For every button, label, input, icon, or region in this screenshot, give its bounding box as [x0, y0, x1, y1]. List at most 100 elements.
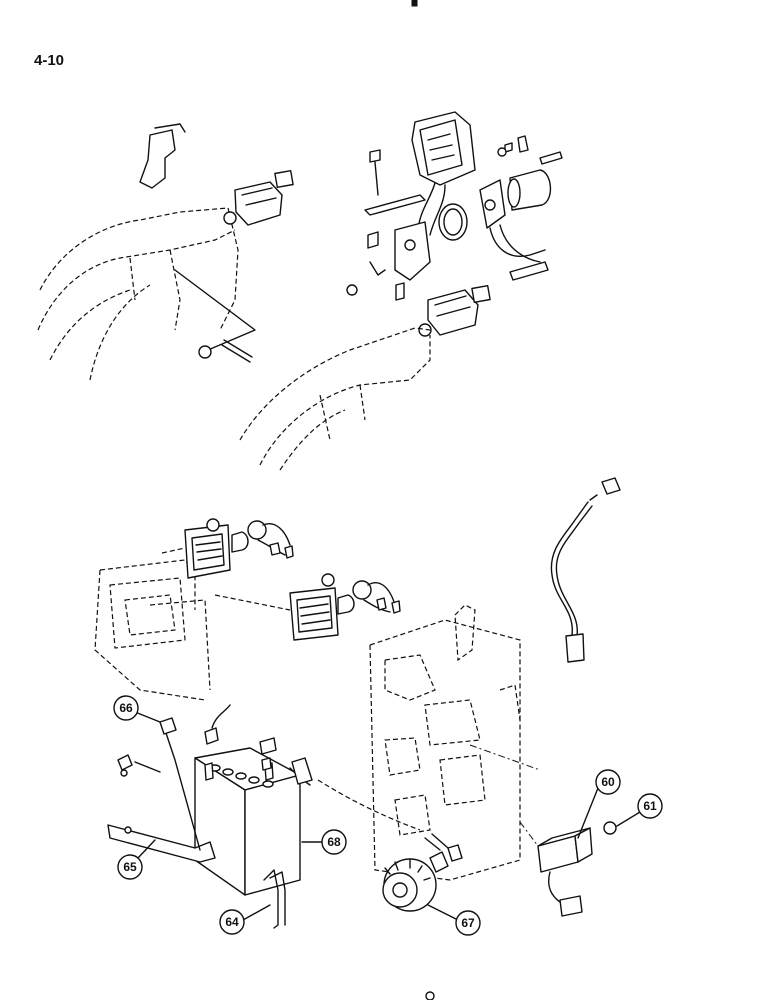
alternator-connector [447, 844, 463, 862]
battery-assembly [107, 704, 421, 929]
alternator-assembly [382, 833, 463, 912]
ground-strap [134, 761, 161, 773]
mount-strap [364, 194, 426, 216]
terminal-bolt [261, 757, 272, 771]
gasket-ring [438, 203, 468, 241]
hold-down-rod [164, 729, 201, 851]
beacon-socket-housing [509, 169, 552, 211]
centerline-to-module [469, 744, 541, 771]
upper-lamp-nut [206, 518, 220, 532]
scan-mark-bottom [425, 991, 435, 1000]
right-fender-creases [319, 384, 366, 441]
callout-65-label: 65 [123, 860, 137, 874]
alternator-terminal [429, 851, 449, 873]
page-number: 4-10 [34, 52, 65, 69]
hold-down-clamp [107, 824, 216, 863]
protective-hose [509, 261, 549, 281]
lower-headlamp-lens [296, 595, 333, 633]
engine-recess-2 [424, 699, 481, 746]
callout-66-label: 66 [119, 701, 133, 715]
socket-face [507, 178, 521, 208]
lamp-nut [223, 211, 237, 225]
fender-crease [169, 249, 181, 331]
terminal-clamp-left [204, 727, 219, 745]
grille-panel-2 [124, 594, 176, 636]
right-fender-assembly [239, 111, 563, 471]
engine-recess-3 [384, 737, 421, 776]
lower-headlamp-axis [214, 594, 291, 611]
cable-body-a [550, 501, 589, 636]
lower-lamp-socket [352, 580, 372, 600]
lamp-gasket [274, 170, 294, 188]
bolt-upper [369, 149, 381, 196]
vent-tube-b [269, 871, 286, 926]
beacon-bracket [394, 221, 431, 281]
battery-side-face [244, 774, 301, 896]
lamp-housing-ribs [241, 187, 277, 206]
regulator-module [519, 821, 617, 917]
callout-61-circle [637, 793, 663, 819]
cable-tip [589, 494, 598, 501]
engine-block [369, 604, 541, 881]
leader-line [174, 269, 256, 351]
lamp-housing-right-ribs [434, 295, 471, 317]
leader-61 [616, 811, 641, 827]
right-fender-mid [259, 335, 431, 466]
positive-cable-boot [291, 757, 313, 785]
scan-mark [411, 0, 418, 7]
cable-nut [601, 477, 621, 495]
engine-outline [369, 644, 521, 881]
fender-lower-edge [49, 289, 131, 361]
right-bolts [517, 135, 563, 165]
callout-68-circle [321, 829, 347, 855]
upper-lamp-socket [247, 520, 267, 540]
lamp-housing [234, 181, 283, 226]
fender-nut [198, 345, 212, 359]
lamp-gasket-right [471, 285, 491, 303]
right-fender-lower [279, 409, 346, 471]
right-fender-top [239, 327, 431, 441]
headlamp-assembly [94, 518, 401, 701]
regulator-nut [603, 821, 617, 835]
callout-65-circle [117, 854, 143, 880]
hold-down-hole [124, 826, 132, 834]
callout-60-circle [595, 769, 621, 795]
left-fender-assembly [37, 123, 294, 381]
upper-lamp-bulb [231, 531, 249, 553]
alternator-hub [392, 882, 408, 898]
engine-recess-1 [384, 654, 436, 701]
cable-body-b [555, 505, 593, 637]
upper-headlamp-axis [161, 547, 186, 554]
lower-lamp-nut [321, 573, 335, 587]
callout-60-label: 60 [601, 775, 615, 789]
module-mount-line [519, 821, 539, 847]
engine-filler [454, 604, 476, 662]
bracket-bolt [395, 282, 405, 301]
leader-60 [577, 787, 599, 839]
grille-side [149, 599, 211, 691]
upper-lamp-connectors [269, 542, 294, 559]
beacon-lamp-pattern [427, 133, 455, 161]
callout-67-circle [455, 910, 481, 936]
grille-outline [94, 559, 206, 701]
regulator-plug [559, 895, 583, 917]
battery-terminal-left [204, 762, 214, 781]
callouts: 66 65 64 68 67 60 61 [113, 695, 663, 936]
fender-top-edge [39, 207, 229, 291]
beacon-lamp-body [411, 111, 476, 186]
leader-64 [242, 904, 271, 921]
engine-recess-4 [439, 754, 486, 806]
tachometer-cable [550, 477, 621, 663]
beacon-lamp-lens [419, 119, 463, 176]
positive-cable-route [317, 779, 421, 831]
engine-recess-5 [394, 794, 431, 836]
fender-mid-edge [37, 229, 236, 331]
callout-66-circle [113, 695, 139, 721]
upper-headlamp-lens [191, 533, 225, 571]
lower-lamp-bulb [337, 594, 355, 615]
vent-tube-a [263, 869, 279, 929]
leader-67 [427, 904, 459, 921]
fender-crease-2 [129, 257, 136, 301]
